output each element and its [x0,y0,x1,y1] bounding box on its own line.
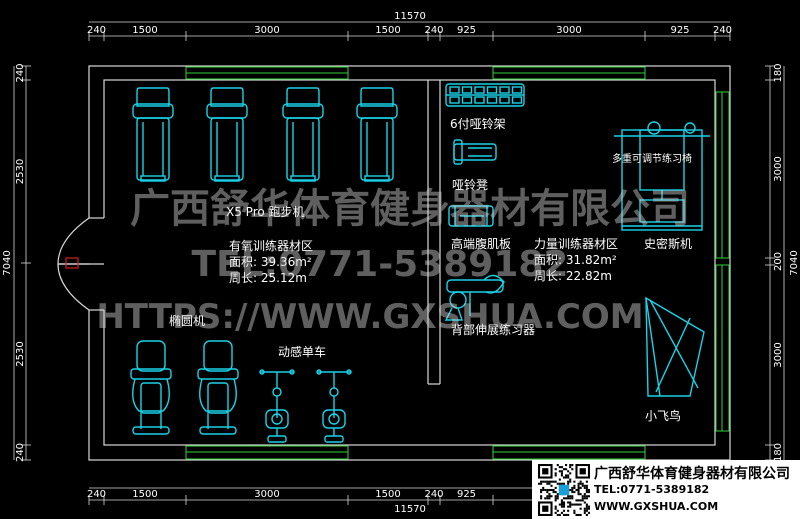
dumbbell-rack [445,83,525,107]
label-dumbbell-bench: 哑铃凳 [452,177,488,192]
dumbbell [511,86,523,94]
entrance-door [57,217,106,311]
label-multi-gym: 多重可调节练习椅 [612,152,692,165]
dim-top-2: 3000 [254,25,279,36]
dumbbell [474,86,485,94]
dim-bottom-2: 3000 [254,489,279,500]
dim-right-2: 200 [773,252,784,271]
stamp-website: WWW.GXSHUA.COM [594,500,719,513]
dim-bottom-0: 240 [87,489,106,500]
company-stamp: 广西舒华体育健身器材有限公司 TEL:0771-5389182 WWW.GXSH… [532,460,800,519]
spin-bike [259,369,295,443]
dumbbell [461,96,473,104]
ab-board [448,205,494,227]
dim-right-1: 3000 [773,156,784,181]
dumbbell [474,96,485,104]
elliptical-group [130,340,239,435]
dumbbell [499,96,510,104]
treadmill [282,87,324,182]
fly-machine [645,296,705,397]
dim-total-right: 7040 [789,250,800,275]
label-bike: 动感单车 [278,344,326,359]
dumbbell-bench [453,139,497,165]
label-smith: 史密斯机 [644,236,692,251]
label-cardio-size: 面积: 39.36m² [229,255,312,269]
elliptical-machine [197,340,239,435]
label-strength-perimeter: 周长: 22.82m [534,269,612,283]
back-extension [444,274,505,321]
treadmill [206,87,248,182]
dim-top-4: 240 [424,25,443,36]
dumbbell [461,86,473,94]
dim-bottom-1: 1500 [132,489,157,500]
dim-right-4: 180 [773,443,784,462]
label-cardio-area: 有氧训练器材区 [229,238,313,253]
watermark-company: 广西舒华体育健身器材有限公司 [130,186,690,232]
dim-bottom-5: 925 [457,489,476,500]
dim-left-0: 240 [15,63,26,82]
label-dumbbell-rack: 6付哑铃架 [450,116,506,131]
dim-top-1: 1500 [132,25,157,36]
label-ab-board: 高端腹肌板 [451,236,511,251]
dumbbell [486,96,498,104]
label-elliptical: 椭圆机 [169,313,205,328]
treadmill-group [132,87,398,182]
dim-total-left: 7040 [2,250,13,275]
elliptical-machine [130,340,172,435]
label-fly: 小飞鸟 [645,408,681,423]
qr-code-icon [538,464,590,516]
dumbbell [449,86,460,94]
treadmill [132,87,174,182]
dim-left-1: 2530 [15,159,26,184]
dumbbell [486,86,498,94]
smith-machine [614,121,710,231]
stamp-company-name: 广西舒华体育健身器材有限公司 [594,466,790,482]
dim-bottom-3: 1500 [375,489,400,500]
dim-top-3: 1500 [375,25,400,36]
watermark-web: HTTPS://WWW.GXSHUA.COM [96,297,643,337]
dumbbell [449,96,460,104]
dim-bottom-4: 240 [424,489,443,500]
dim-top-8: 240 [713,25,732,36]
dim-top-7: 925 [670,25,689,36]
dim-top-0: 240 [87,25,106,36]
label-strength-area: 力量训练器材区 [534,236,618,251]
dumbbell [499,86,510,94]
stamp-tel: TEL:0771-5389182 [594,483,710,496]
dim-total-top: 11570 [394,11,426,22]
bike-group [259,369,352,443]
dim-right-3: 3000 [773,342,784,367]
spin-bike [316,369,352,443]
label-strength-size: 面积: 31.82m² [534,253,617,267]
label-back-extension: 背部伸展练习器 [451,322,535,337]
label-treadmill: X5 Pro 跑步机 [226,205,305,219]
dim-total-bottom: 11570 [394,504,426,515]
dumbbell [511,96,523,104]
dim-left-2: 2530 [15,341,26,366]
label-cardio-perimeter: 周长: 25.12m [229,271,307,285]
treadmill [356,87,398,182]
dim-right-0: 180 [773,63,784,82]
windows [185,66,730,460]
watermark-tel: TEL:0771-5389182 [192,244,569,285]
dim-top-6: 3000 [556,25,581,36]
dim-top-5: 925 [457,25,476,36]
dim-left-3: 240 [15,443,26,462]
